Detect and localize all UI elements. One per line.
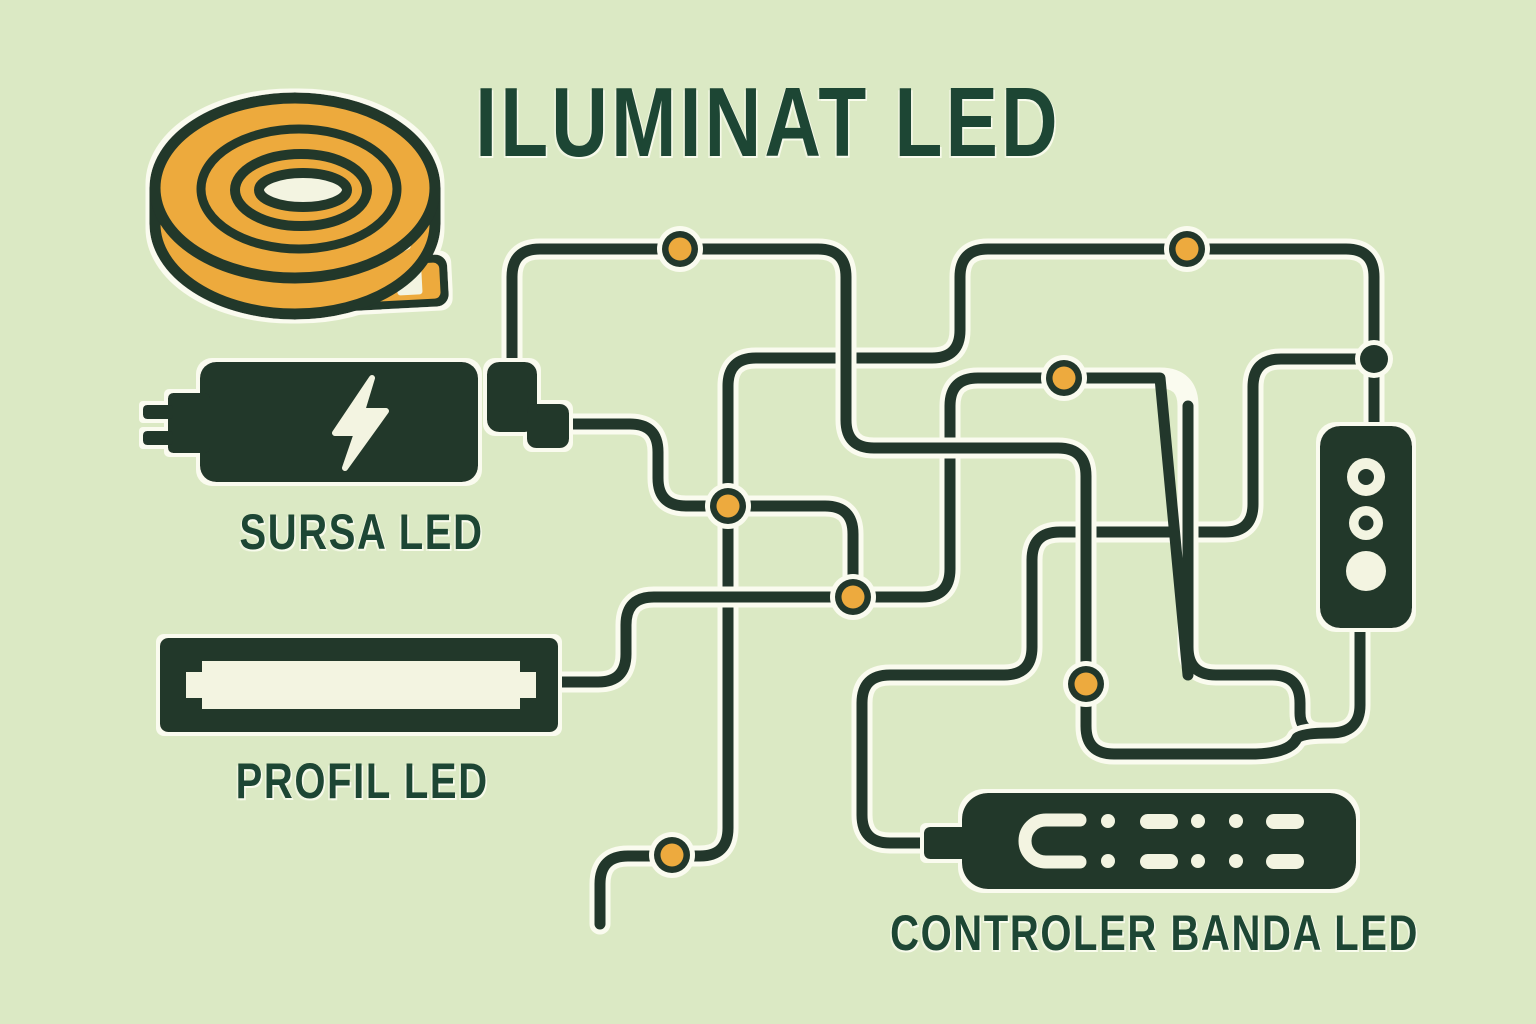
junction-dot <box>649 832 695 878</box>
wire-psu-output <box>539 413 864 611</box>
dark-junction-node <box>1355 340 1393 378</box>
controller-label: CONTROLER BANDA LED <box>890 905 1420 961</box>
plug-pin-icon <box>143 431 173 445</box>
page-title: ILUMINAT LED <box>475 67 1061 177</box>
junction-dot <box>830 574 876 620</box>
wires <box>501 238 1393 935</box>
junction-dot <box>657 226 703 272</box>
power-supply-icon <box>143 362 569 482</box>
led-profile-icon <box>160 638 558 732</box>
junction-dot <box>1041 355 1087 401</box>
junction-dots <box>649 226 1210 878</box>
dimmer-buttons <box>1346 458 1386 591</box>
controller-connector <box>924 827 970 859</box>
power-supply-label: SURSA LED <box>239 504 485 560</box>
lightning-bolt-icon <box>332 375 389 471</box>
junction-dot <box>1063 661 1109 707</box>
wire-controller-run <box>851 348 1385 854</box>
led-controller-icon <box>924 793 1356 889</box>
plug-pin-icon <box>143 405 173 419</box>
psu-connector <box>487 362 537 432</box>
wire-top-run-1 <box>501 238 1371 765</box>
junction-dot <box>705 483 751 529</box>
inline-dimmer-icon <box>1320 426 1412 628</box>
psu-connector-stub <box>527 404 569 448</box>
led-strip-roll-icon <box>149 92 449 320</box>
junction-dot <box>1164 226 1210 272</box>
profile-label: PROFIL LED <box>235 753 489 809</box>
controller-port-cutouts <box>1018 813 1304 869</box>
